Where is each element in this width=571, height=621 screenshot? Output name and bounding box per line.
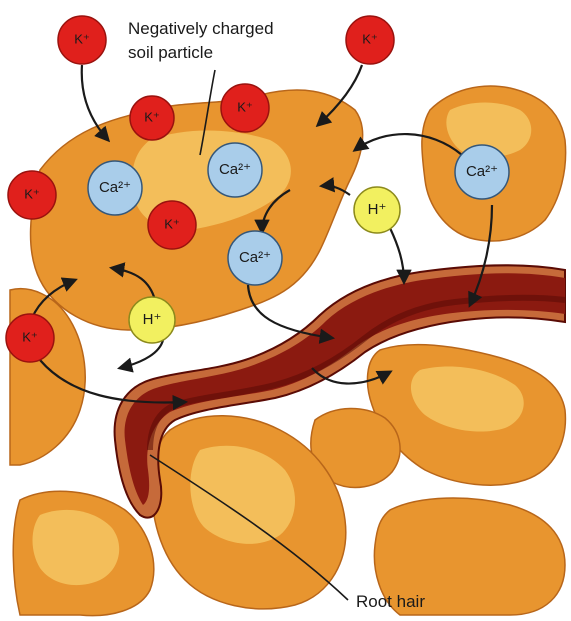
- svg-text:Ca²⁺: Ca²⁺: [239, 249, 271, 266]
- k-ion: K⁺: [148, 201, 196, 249]
- svg-text:H⁺: H⁺: [368, 201, 387, 218]
- svg-text:Ca²⁺: Ca²⁺: [219, 161, 251, 178]
- soil-particle-label-line1: Negatively charged: [128, 19, 274, 38]
- svg-text:K⁺: K⁺: [362, 31, 378, 46]
- svg-text:K⁺: K⁺: [144, 109, 160, 124]
- ca-ion: Ca²⁺: [455, 145, 509, 199]
- svg-text:Ca²⁺: Ca²⁺: [99, 179, 131, 196]
- arrow-h-right-to-root: [390, 228, 404, 282]
- svg-text:K⁺: K⁺: [24, 186, 40, 201]
- k-ion: K⁺: [346, 16, 394, 64]
- svg-text:K⁺: K⁺: [237, 99, 253, 114]
- svg-text:H⁺: H⁺: [143, 311, 162, 328]
- ca-ion: Ca²⁺: [208, 143, 262, 197]
- ca-ion: Ca²⁺: [88, 161, 142, 215]
- soil-particle-label-line2: soil particle: [128, 43, 213, 62]
- k-ion: K⁺: [58, 16, 106, 64]
- svg-text:K⁺: K⁺: [74, 31, 90, 46]
- root-hair-label: Root hair: [356, 592, 425, 611]
- svg-text:Ca²⁺: Ca²⁺: [466, 163, 498, 180]
- k-ion: K⁺: [8, 171, 56, 219]
- h-ion: H⁺: [354, 187, 400, 233]
- svg-text:K⁺: K⁺: [22, 329, 38, 344]
- ca-ion: Ca²⁺: [228, 231, 282, 285]
- k-ion: K⁺: [130, 96, 174, 140]
- k-ion: K⁺: [221, 84, 269, 132]
- h-ion: H⁺: [129, 297, 175, 343]
- k-ion: K⁺: [6, 314, 54, 362]
- arrow-h-left-to-root: [120, 340, 163, 368]
- svg-text:K⁺: K⁺: [164, 216, 180, 231]
